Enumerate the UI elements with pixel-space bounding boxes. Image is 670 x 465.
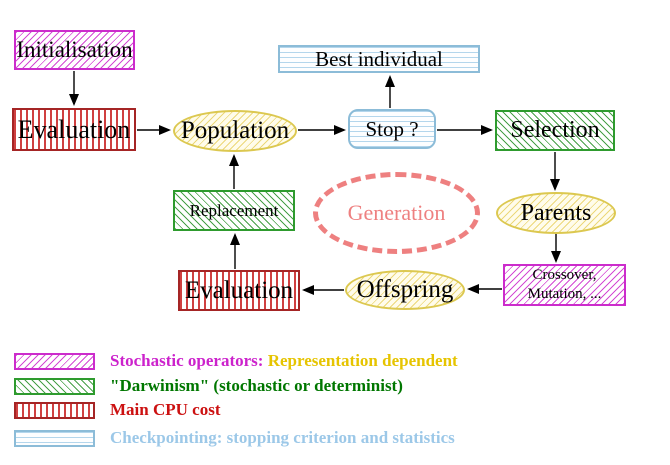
legend-cpu-label: Main CPU cost	[110, 400, 221, 419]
node-parents-label: Parents	[520, 199, 592, 226]
node-population: Population	[173, 110, 297, 152]
generation-cycle-ellipse: Generation	[313, 172, 480, 254]
node-offspring-label: Offspring	[356, 276, 454, 303]
node-best-individual-label: Best individual	[315, 46, 443, 71]
node-best-individual: Best individual	[278, 45, 480, 73]
node-selection: Selection	[495, 110, 615, 151]
crossover-line2: Mutation, ...	[527, 286, 602, 302]
crossover-line1: Crossover,	[532, 267, 597, 284]
node-stop-label: Stop ?	[365, 116, 419, 141]
node-evaluation-bottom-label: Evaluation	[184, 276, 294, 304]
node-crossover-mutation: Crossover, Mutation, ...	[503, 264, 626, 306]
node-evaluation-top-label: Evaluation	[17, 114, 131, 144]
node-population-label: Population	[180, 117, 290, 144]
node-stop: Stop ?	[348, 109, 436, 149]
node-initialisation: Initialisation	[14, 30, 135, 70]
node-evaluation-bottom: Evaluation	[178, 270, 300, 311]
node-replacement: Replacement	[173, 190, 295, 231]
legend-swatch-cyan-lines	[14, 430, 95, 447]
node-crossover-mutation-label: Crossover, Mutation, ...	[528, 266, 602, 304]
node-evaluation-top: Evaluation	[12, 108, 136, 151]
legend-darwinism-label: "Darwinism" (stochastic or determinist)	[110, 376, 403, 395]
legend-text-stochastic: Stochastic operators: Representation dep…	[110, 351, 458, 371]
legend-swatch-green-hatch	[14, 378, 95, 395]
generation-label: Generation	[347, 200, 446, 225]
legend-stochastic-label: Stochastic operators:	[110, 351, 264, 370]
node-selection-label: Selection	[510, 117, 600, 143]
legend-stochastic-detail: Representation dependent	[267, 351, 458, 370]
node-replacement-label: Replacement	[189, 200, 279, 220]
node-initialisation-label: Initialisation	[16, 37, 133, 62]
node-offspring: Offspring	[345, 270, 465, 310]
legend-swatch-magenta-hatch	[14, 353, 95, 370]
node-parents: Parents	[496, 192, 616, 234]
legend-swatch-red-stripes	[14, 402, 95, 419]
legend-checkpointing-label: Checkpointing: stopping criterion and st…	[110, 428, 455, 447]
